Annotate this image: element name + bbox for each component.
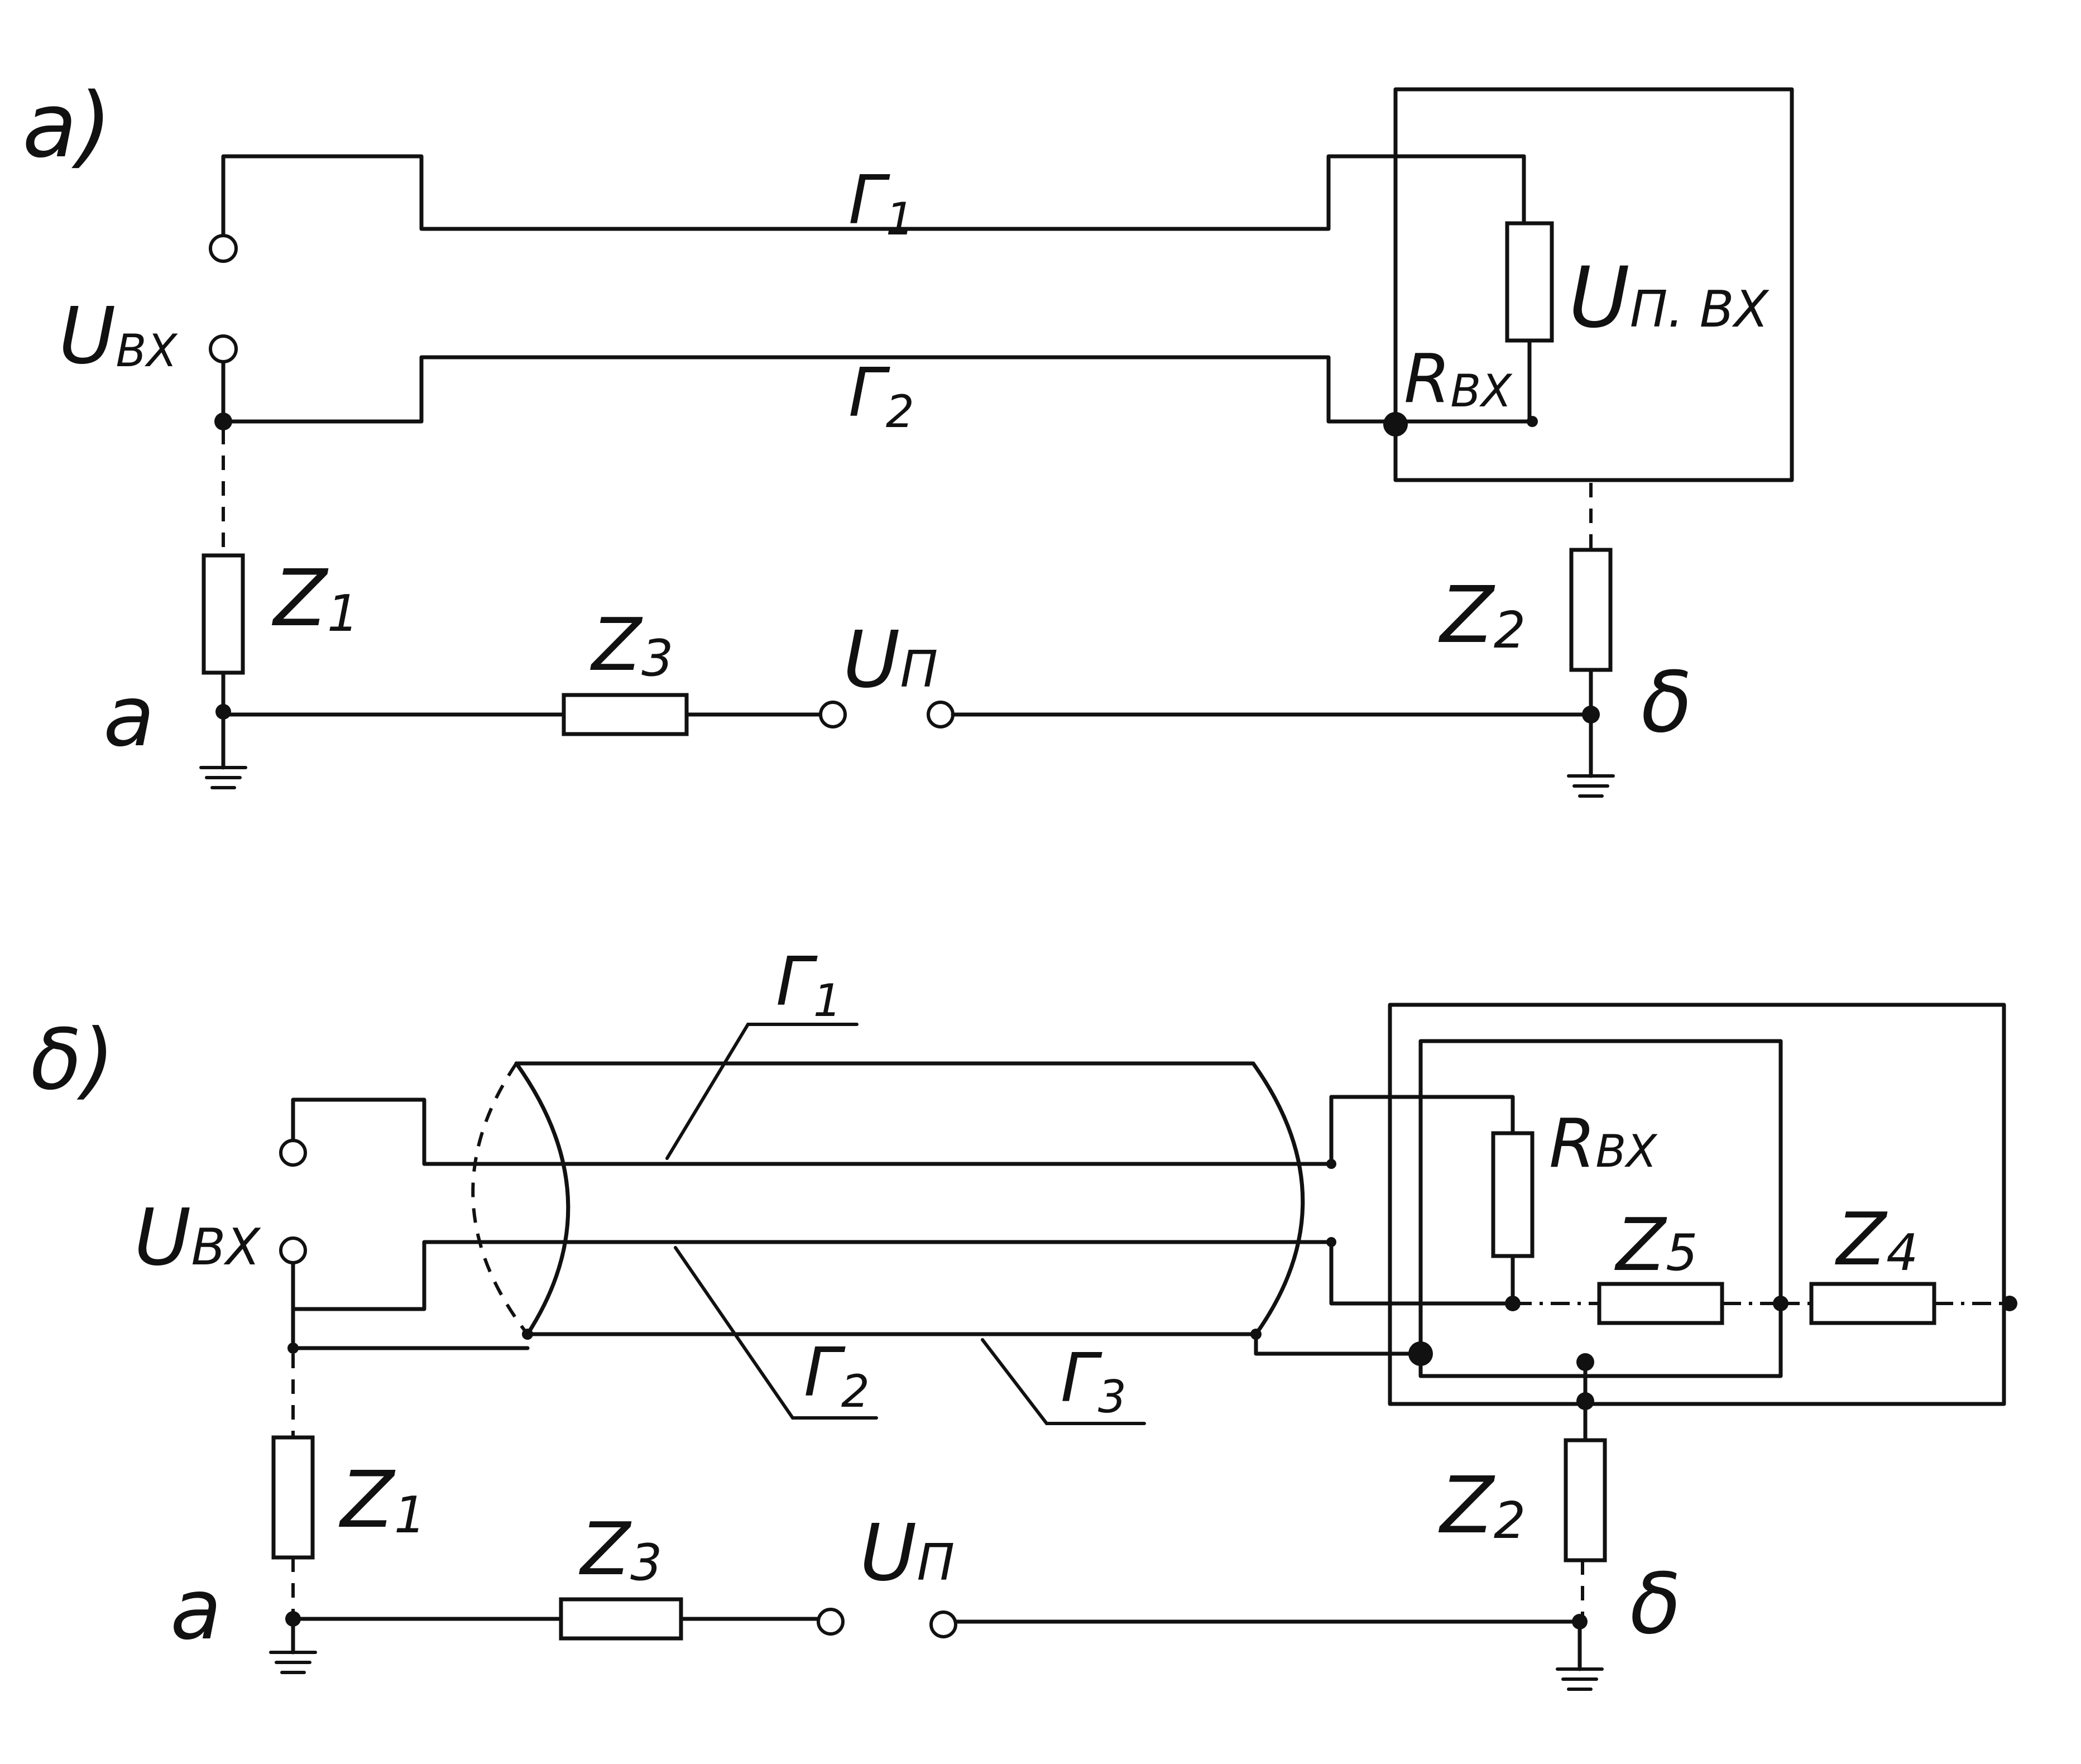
resistor-z3-b [559,1597,683,1641]
label-u-in-b: UBX [134,1192,261,1283]
junction-dot [1408,1341,1433,1366]
input-terminal-top-a [209,234,238,263]
junction-dot [2002,1296,2017,1311]
resistor-rin-a [1505,221,1554,343]
label-g2-b: Г2 [804,1334,870,1417]
label-node-b-b: δ [1630,1556,1681,1653]
input-terminal-bottom-a [209,334,238,363]
label-node-b-a: δ [1641,654,1692,751]
diagram-a: a) [22,73,1794,798]
label-g3-b: Г3 [1061,1340,1126,1423]
resistor-rin-b [1491,1131,1535,1258]
junction-dot [1527,416,1538,427]
resistor-z1-a [202,553,245,675]
label-z1-b: Z1 [338,1455,426,1546]
junction-dot [1383,412,1408,437]
resistor-z4-b [1809,1282,1936,1325]
junction-dot [214,413,232,430]
leader-g2 [674,1246,878,1420]
label-node-a-b: a [170,1561,222,1658]
label-g1-b: Г1 [776,943,842,1027]
junction-dot [287,1343,299,1354]
panel-label-b: δ) [31,1012,114,1109]
label-node-a-a: a [103,668,155,765]
leader-g1 [665,1023,859,1160]
outer-box-b [1388,1003,2006,1406]
noise-terminal-right-a [927,701,955,728]
label-u-n-in-a: UП. BX [1569,250,1770,347]
label-u-in-a: UBX [59,291,178,382]
label-z4-b: Z4 [1835,1197,1918,1282]
shield-left-end [514,1061,570,1336]
conductor-g1-b-in [291,1097,530,1166]
resistor-z2-a [1569,548,1613,672]
label-z3-b: Z3 [579,1507,662,1592]
node-b-dot [1582,706,1600,723]
noise-terminal-right-b [929,1610,957,1638]
input-terminal-top-b [279,1139,307,1167]
label-u-n-b: UП [860,1508,955,1599]
leader-g3 [981,1338,1146,1425]
conductor-g2-b-in [291,1240,530,1311]
shield-right-end [1251,1061,1305,1336]
conductor-g1-a [221,154,1526,256]
label-z5-b: Z5 [1614,1202,1698,1287]
noise-terminal-left-b [817,1608,845,1636]
label-z2-a: Z2 [1438,570,1526,661]
panel-label-a: a) [22,73,112,178]
label-r-in-a: RBX [1404,341,1513,418]
resistor-z1-b [271,1435,315,1560]
label-z3-a: Z3 [590,602,673,688]
label-u-n-a: UП [843,615,938,706]
label-z2-b: Z2 [1438,1460,1526,1551]
receiver-box-a [1393,87,1794,482]
input-terminal-bottom-b [279,1236,307,1264]
label-z1-a: Z1 [271,553,359,644]
noise-terminal-left-a [819,701,847,728]
diagram-b: δ) [31,943,2017,1691]
resistor-z5-b [1597,1282,1724,1325]
label-r-in-b: RBX [1549,1105,1658,1183]
label-g2-a: Г2 [848,354,914,438]
resistor-z2-b [1564,1438,1607,1562]
label-g1-a: Г1 [848,162,914,245]
inner-box-b [1418,1039,1783,1378]
resistor-z3-a [562,693,689,736]
